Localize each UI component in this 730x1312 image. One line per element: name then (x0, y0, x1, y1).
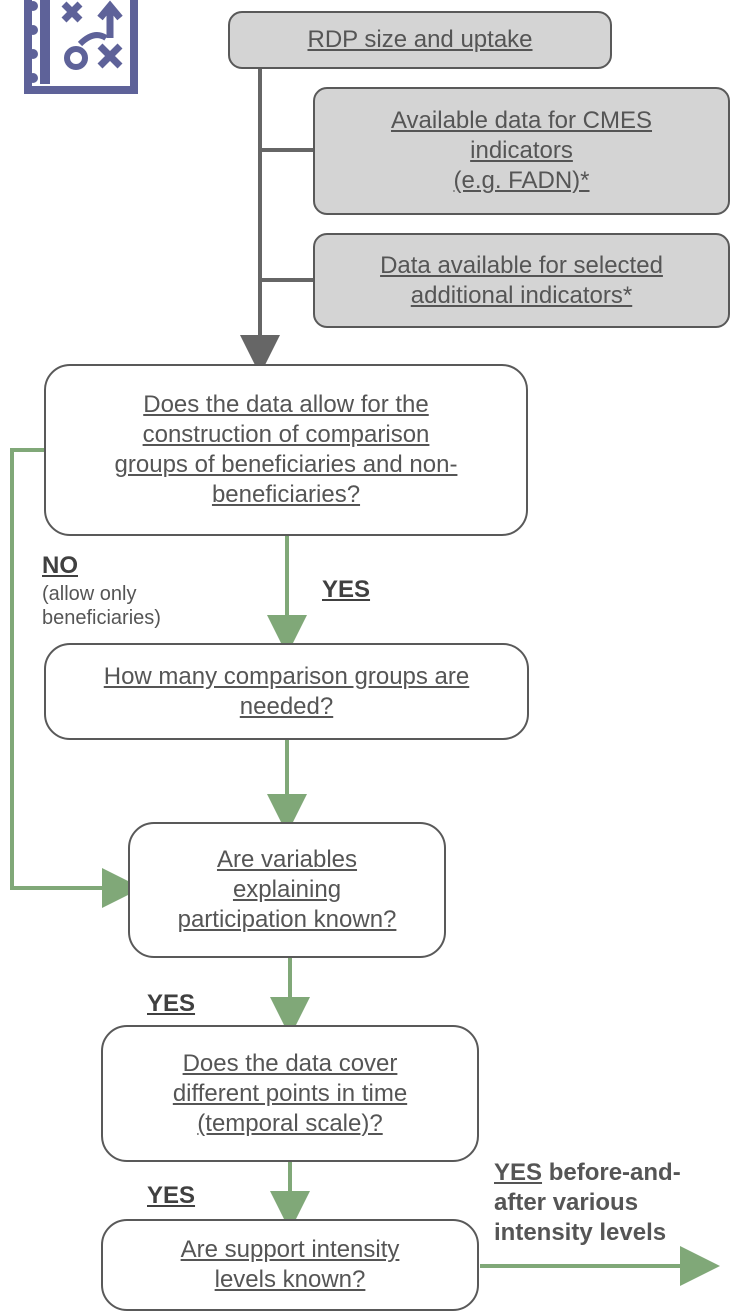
cmes-data-box: Available data for CMES indicators (e.g.… (313, 87, 730, 215)
comparison-groups-question-box: Does the data allow for the construction… (44, 364, 528, 536)
rdp-box: RDP size and uptake (228, 11, 612, 69)
intensity-levels-box: Are support intensity levels known? (101, 1219, 479, 1311)
final-yes-line-3: intensity levels (494, 1219, 667, 1246)
temporal-scale-box: Does the data cover different points in … (101, 1025, 479, 1162)
how-many-groups-box: How many comparison groups are needed? (44, 643, 529, 740)
final-yes-word: YES (494, 1159, 543, 1186)
final-yes-line-2: after various (494, 1189, 639, 1216)
yes-label-1: YES (322, 576, 371, 603)
strategy-board-icon (24, 0, 138, 94)
yes-label-3: YES (147, 1182, 196, 1209)
no-note-line-2: beneficiaries) (42, 607, 161, 629)
variables-known-box: Are variables explaining participation k… (128, 822, 446, 958)
no-note-line-1: (allow only (42, 583, 137, 605)
no-label: NO (42, 552, 78, 579)
final-yes-line-1: before-and- (542, 1159, 681, 1186)
arrow-no (10, 448, 142, 908)
final-yes-label: YES before-and- after various intensity … (494, 1158, 681, 1248)
additional-data-box: Data available for selected additional i… (313, 233, 730, 328)
yes-label-2: YES (147, 990, 196, 1017)
